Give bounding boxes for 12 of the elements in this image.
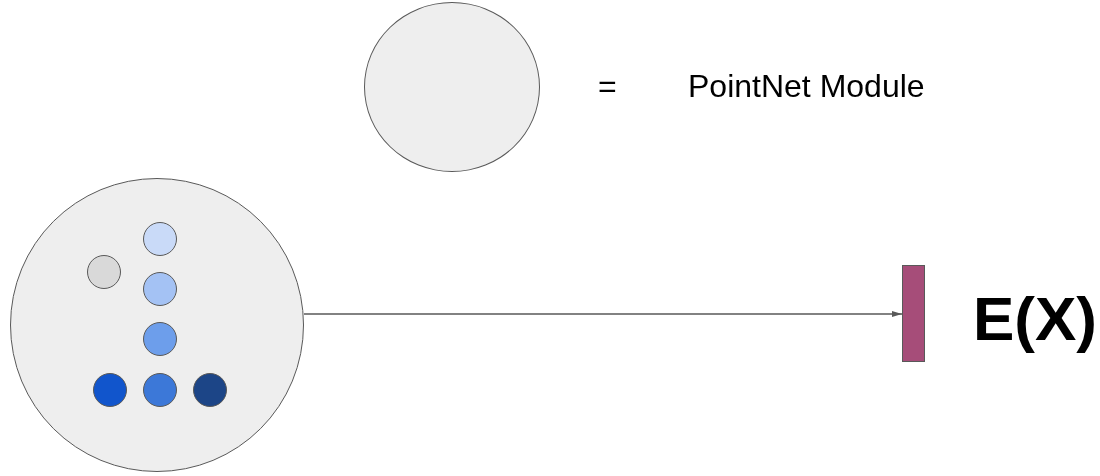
point-dot <box>93 373 127 407</box>
feature-bar <box>902 265 925 362</box>
legend-text: PointNet Module <box>688 68 925 105</box>
point-dot <box>143 272 177 306</box>
math-label: E(X) <box>973 283 1097 354</box>
point-dot <box>143 322 177 356</box>
arrow <box>303 310 903 318</box>
point-dot <box>193 373 227 407</box>
equals-sign: = <box>598 68 617 105</box>
point-dot <box>143 373 177 407</box>
point-dot <box>143 222 177 256</box>
point-dot <box>87 255 121 289</box>
